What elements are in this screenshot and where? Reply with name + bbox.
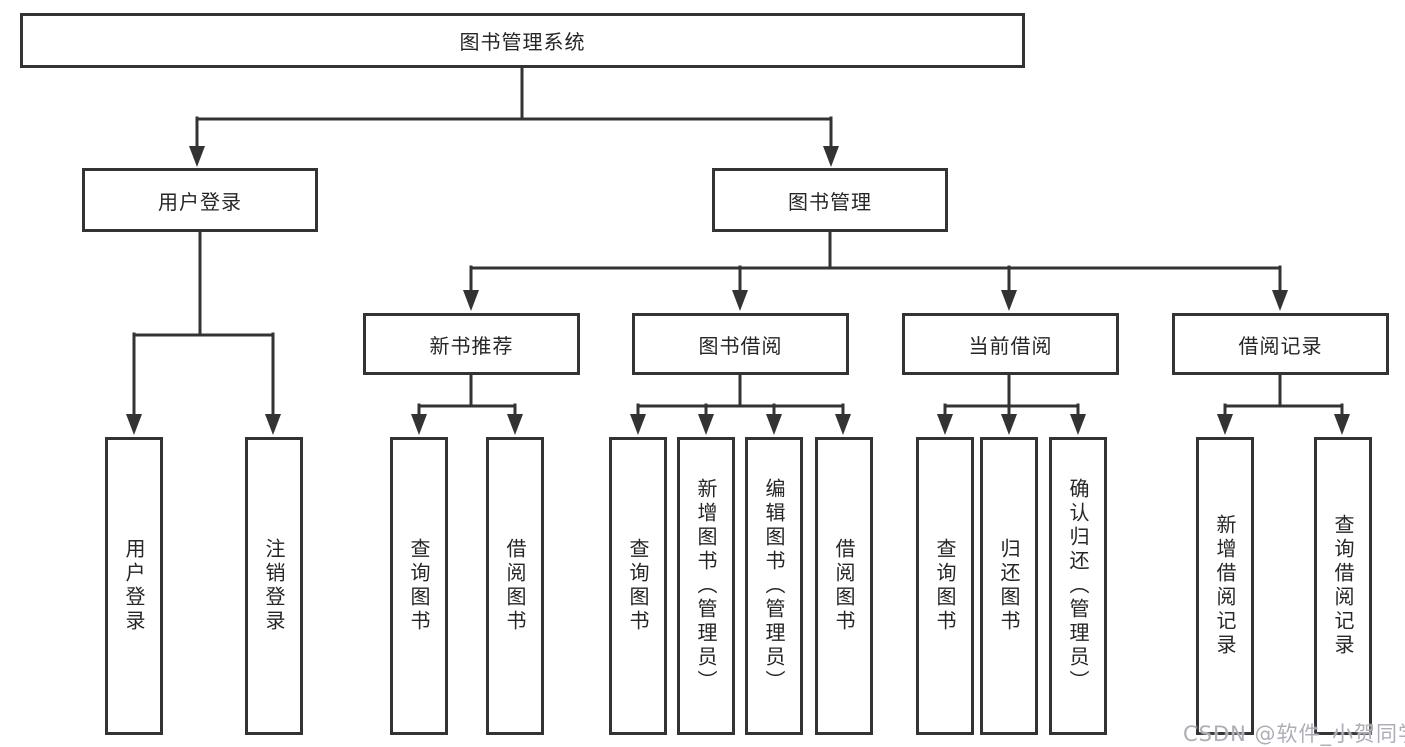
node-library-system-label: 图书管理系统 [459,30,586,54]
node-borrowing-records-label: 借阅记录 [1238,333,1323,358]
node-book-borrowing-label: 图书借阅 [698,333,783,358]
leaf-add-borrow-record: 新增借阅记录 [1196,437,1254,735]
node-book-management: 图书管理 [712,168,948,232]
leaf-query-borrow-record-label: 查询借阅记录 [1331,514,1355,658]
node-user-login: 用户登录 [82,168,318,232]
node-borrowing-records: 借阅记录 [1172,313,1389,375]
node-user-login-label: 用户登录 [158,189,242,214]
node-current-borrowing: 当前借阅 [902,313,1119,375]
node-new-book-recommend: 新书推荐 [363,313,580,375]
leaf-query-borrow-record: 查询借阅记录 [1314,437,1372,735]
node-new-book-recommend-label: 新书推荐 [429,333,514,358]
leaf-borrow-books-label: 借阅图书 [832,538,856,634]
leaf-query-books-current: 查询图书 [916,437,974,735]
node-book-borrowing: 图书借阅 [632,313,849,375]
leaf-borrow-books-recommend: 借阅图书 [486,437,544,735]
leaf-query-books-borrowing-label: 查询图书 [626,538,650,634]
leaf-add-book-admin-label: 新增图书（管理员） [694,478,718,694]
leaf-borrow-books: 借阅图书 [815,437,873,735]
csdn-watermark: CSDN @软件_小贺同学 [1183,722,1405,746]
leaf-confirm-return-admin: 确认归还（管理员） [1049,437,1107,735]
node-book-management-label: 图书管理 [788,189,872,214]
node-current-borrowing-label: 当前借阅 [968,333,1053,358]
leaf-add-book-admin: 新增图书（管理员） [677,437,735,735]
leaf-borrow-books-recommend-label: 借阅图书 [503,538,527,634]
leaf-logout: 注销登录 [245,437,303,735]
leaf-query-books-recommend: 查询图书 [390,437,448,735]
leaf-return-books: 归还图书 [980,437,1038,735]
leaf-query-books-current-label: 查询图书 [933,538,957,634]
leaf-query-books-borrowing: 查询图书 [609,437,667,735]
leaf-logout-label: 注销登录 [262,538,286,634]
leaf-return-books-label: 归还图书 [997,538,1021,634]
leaf-query-books-recommend-label: 查询图书 [407,538,431,634]
leaf-user-login: 用户登录 [105,437,163,735]
leaf-user-login-label: 用户登录 [122,538,146,634]
leaf-add-borrow-record-label: 新增借阅记录 [1213,514,1237,658]
leaf-edit-book-admin: 编辑图书（管理员） [745,437,803,735]
leaf-edit-book-admin-label: 编辑图书（管理员） [762,478,786,694]
leaf-confirm-return-admin-label: 确认归还（管理员） [1066,478,1090,694]
node-library-system: 图书管理系统 [20,13,1025,68]
